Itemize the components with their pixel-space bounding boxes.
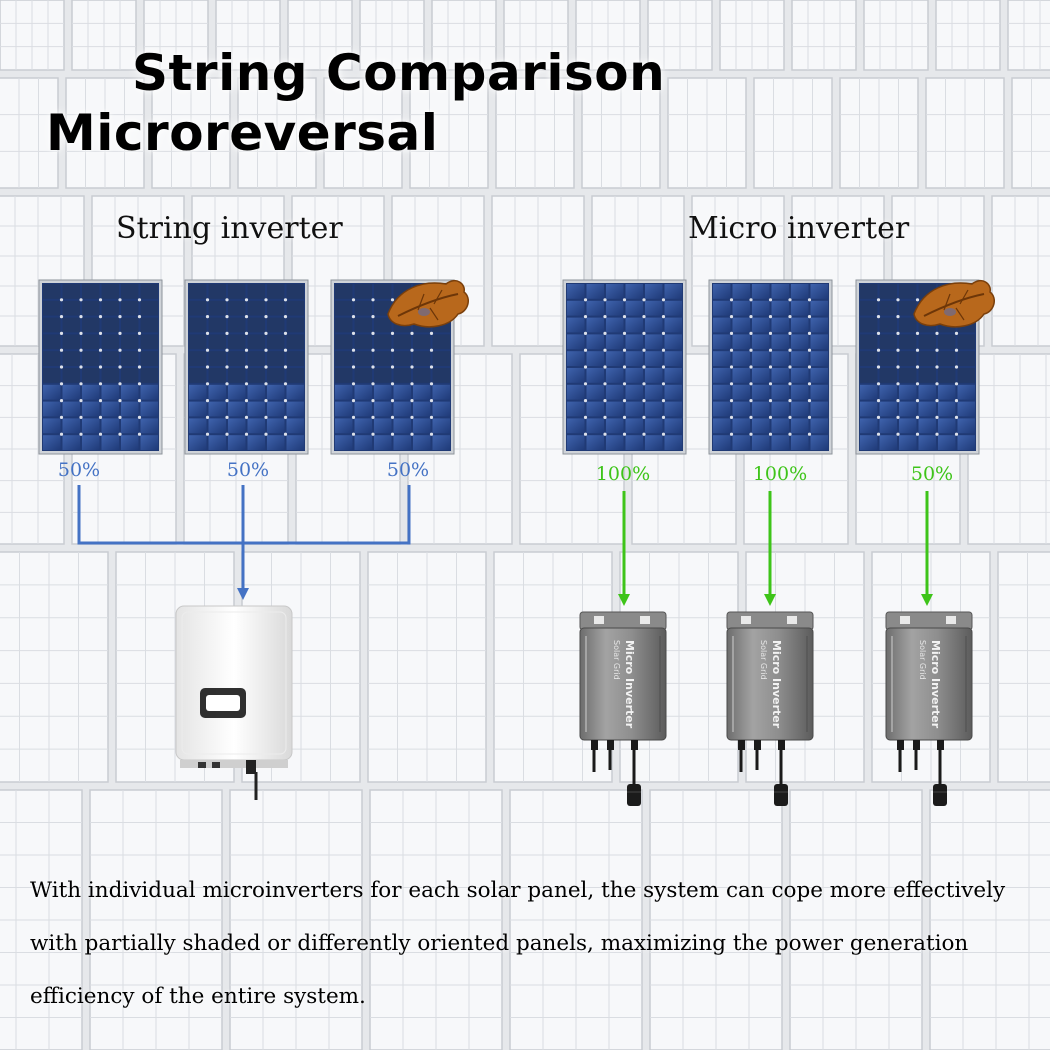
micro-panel-1-output: 100% [595, 463, 651, 485]
string-panel-2-output: 50% [226, 459, 270, 481]
micro-inverter-brand: Solar Grid [612, 640, 621, 680]
title-line-1: String Comparison [132, 44, 666, 102]
string-inverter-icon [175, 605, 293, 800]
string-wiring [77, 485, 411, 600]
micro-inverter-brand: Solar Grid [759, 640, 768, 680]
footer-description: With individual microinverters for each … [30, 878, 1006, 1009]
micro-inverter-brand: Solar Grid [918, 640, 927, 680]
micro-panel-1 [562, 279, 687, 455]
string-panel-3-output: 50% [386, 459, 430, 481]
title-line-2: Microreversal [46, 104, 439, 162]
string-panel-1-output: 50% [57, 459, 101, 481]
shade-leaf-icon [387, 280, 469, 328]
micro-inverter-model: Micro Inverter [770, 640, 783, 729]
micro-inverter-model: Micro Inverter [929, 640, 942, 729]
string-inverter-label: String inverter [116, 211, 343, 246]
micro-panel-2-output: 100% [752, 463, 808, 485]
string-panel-2 [184, 279, 309, 455]
micro-wiring [618, 491, 933, 606]
shade-leaf-icon [913, 280, 995, 328]
micro-inverter-label: Micro inverter [688, 211, 910, 246]
string-panel-1 [38, 279, 163, 455]
micro-inverter-model: Micro Inverter [623, 640, 636, 729]
micro-panel-2 [708, 279, 833, 455]
micro-panel-3-output: 50% [910, 463, 954, 485]
